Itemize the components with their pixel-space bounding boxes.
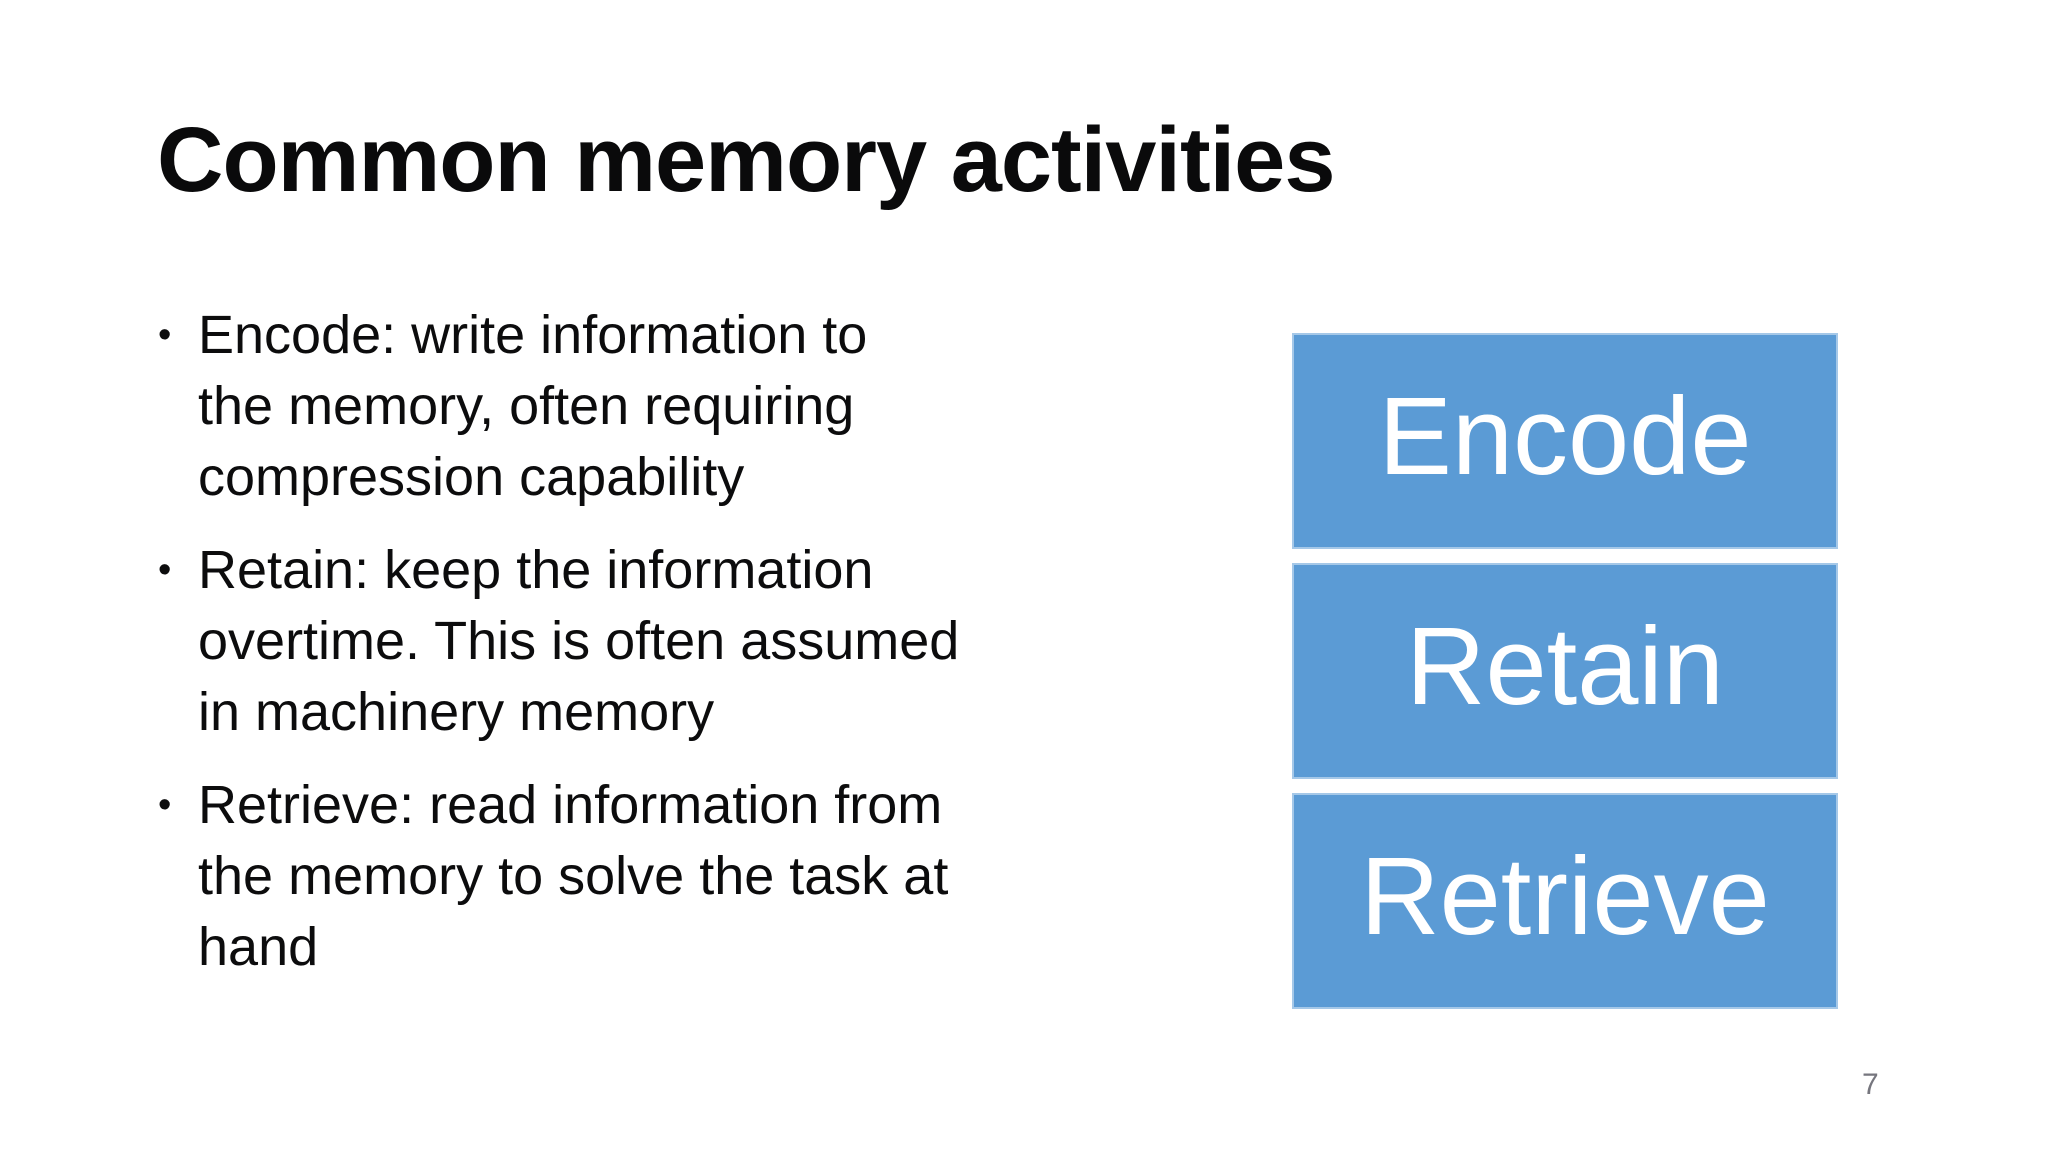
process-box-retain: Retain <box>1292 563 1838 779</box>
bullet-item-retain: • Retain: keep the information overtime.… <box>150 535 1230 748</box>
process-box-encode: Encode <box>1292 333 1838 549</box>
process-box-stack: Encode Retain Retrieve <box>1292 333 1838 1023</box>
bullet-item-encode: • Encode: write information to the memor… <box>150 300 1230 513</box>
bullet-marker: • <box>158 784 172 826</box>
bullet-text-retrieve: Retrieve: read information from the memo… <box>198 775 949 977</box>
bullet-list: • Encode: write information to the memor… <box>150 300 1230 983</box>
page-number: 7 <box>1862 1068 1879 1101</box>
process-box-label-encode: Encode <box>1378 375 1752 498</box>
bullet-marker: • <box>158 549 172 591</box>
slide-title: Common memory activities <box>157 109 1335 211</box>
bullet-text-encode: Encode: write information to the memory,… <box>198 305 868 507</box>
process-box-retrieve: Retrieve <box>1292 793 1838 1009</box>
bullet-text-retain: Retain: keep the information overtime. T… <box>198 540 960 742</box>
process-box-label-retain: Retain <box>1406 605 1724 728</box>
bullet-marker: • <box>158 314 172 356</box>
bullet-item-retrieve: • Retrieve: read information from the me… <box>150 770 1230 983</box>
process-box-label-retrieve: Retrieve <box>1360 835 1770 958</box>
